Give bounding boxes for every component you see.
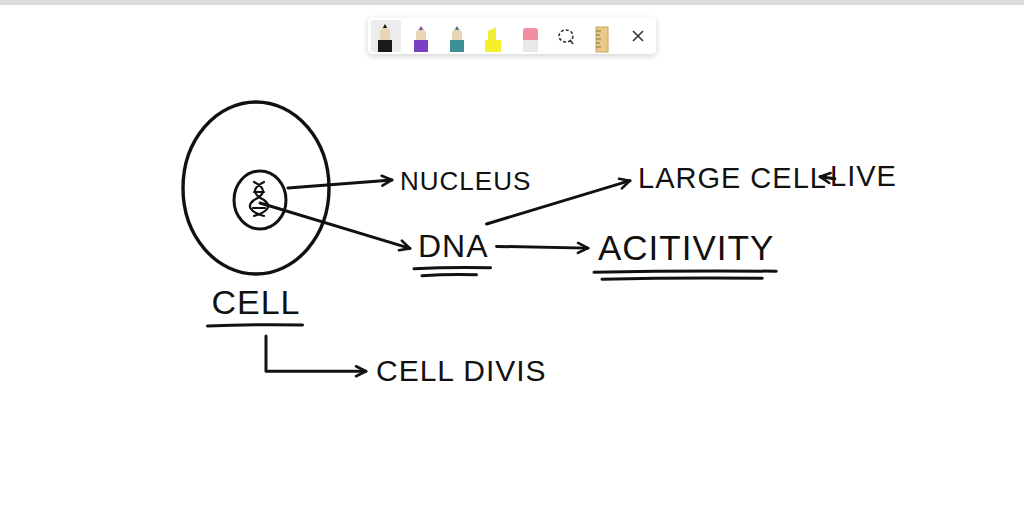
arrow-connector	[288, 180, 392, 188]
nucleus-circle	[234, 171, 286, 229]
cell-membrane	[183, 102, 329, 274]
underline	[422, 274, 477, 275]
node-text: LIVE	[830, 160, 897, 193]
concept-label: LIVE	[826, 158, 901, 195]
top-bar	[0, 0, 1024, 5]
underline	[207, 325, 302, 326]
concept-label: LARGE CELL	[634, 160, 831, 197]
underline	[414, 267, 491, 268]
toolbar	[368, 18, 656, 54]
node-text: LARGE CELL	[638, 162, 827, 195]
cell-outline	[180, 100, 332, 276]
arrow-connector	[260, 203, 410, 248]
pen-teal	[450, 26, 464, 52]
node-text: CELL DIVIS	[376, 354, 547, 389]
eraser-pink	[523, 28, 538, 52]
underline	[602, 278, 762, 279]
node-text: NUCLEUS	[400, 167, 531, 197]
node-text: CELL	[211, 283, 300, 322]
concept-label: ACITIVITY	[594, 226, 778, 270]
close-icon	[633, 31, 643, 41]
node-text: ACITIVITY	[598, 228, 774, 268]
arrow-connector	[266, 336, 366, 371]
dna-helix	[250, 182, 268, 216]
concept-label: CELL DIVIS	[372, 352, 551, 391]
cell-circle: CELL	[180, 100, 332, 322]
concept-label: DNA	[414, 226, 493, 267]
ruler-tool	[596, 27, 608, 52]
highlighter-yellow	[485, 27, 501, 52]
node-text: DNA	[418, 228, 489, 265]
pen-black	[378, 24, 392, 52]
arrow-connector	[497, 246, 588, 248]
underline	[594, 271, 776, 272]
lasso-tool	[559, 30, 573, 44]
concept-label: NUCLEUS	[396, 164, 535, 199]
pen-purple	[414, 26, 428, 52]
